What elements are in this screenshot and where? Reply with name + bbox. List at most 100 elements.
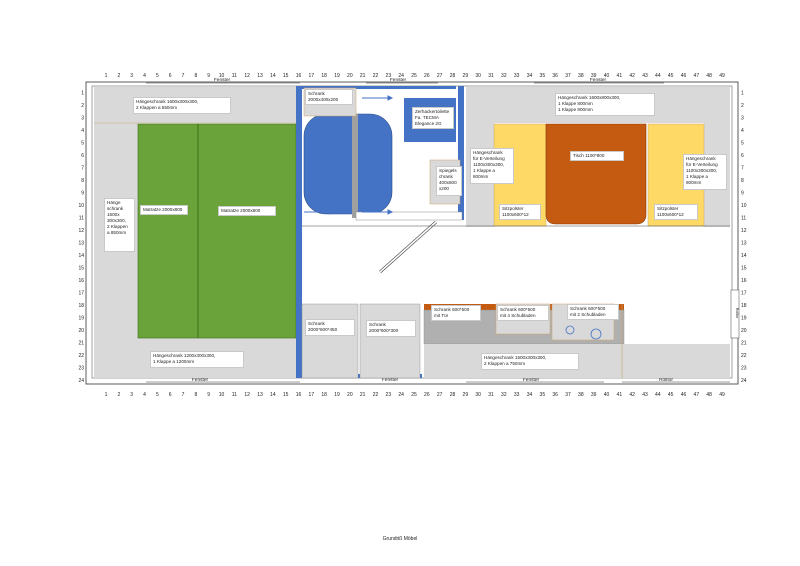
grid-number: 23 — [386, 73, 392, 79]
label-line: x200 — [439, 186, 449, 191]
grid-number: 19 — [741, 316, 747, 322]
grid-number: 3 — [130, 392, 133, 398]
grid-number: 25 — [411, 73, 417, 79]
grid-number: 2 — [117, 392, 120, 398]
grid-number: 12 — [741, 228, 747, 234]
grid-number: 6 — [169, 73, 172, 79]
label-line: 1 Klappe a — [686, 174, 708, 179]
grid-number: 32 — [501, 73, 507, 79]
grid-number: 2 — [81, 103, 84, 109]
wall-bath-left — [296, 86, 302, 378]
grid-number: 33 — [514, 392, 520, 398]
wall-top — [302, 86, 456, 89]
grid-number: 48 — [706, 73, 712, 79]
label-line: für E-Verteilung — [686, 162, 718, 167]
grid-number: 39 — [591, 73, 597, 79]
grid-number: 16 — [296, 73, 302, 79]
grid-number: 40 — [604, 73, 610, 79]
grid-number: 27 — [437, 392, 443, 398]
grid-number: 19 — [334, 392, 340, 398]
grid-number: 10 — [741, 203, 747, 209]
grid-number: 16 — [296, 392, 302, 398]
rolltor-right — [730, 289, 740, 339]
grid-number: 38 — [578, 392, 584, 398]
grid-number: 22 — [373, 73, 379, 79]
label-line: schrank — [107, 206, 124, 211]
grid-number: 37 — [565, 392, 571, 398]
arrows — [304, 95, 394, 215]
label-line: 800mm — [686, 180, 702, 185]
label-line: Fa. TECMA — [415, 115, 439, 120]
window-top-label-2: Fenster — [390, 77, 407, 83]
grid-number: 4 — [81, 128, 84, 134]
label-line: Matratze 2000x800 — [221, 208, 261, 213]
label-line: 2000x400x200 — [308, 97, 339, 102]
grid-number: 6 — [81, 153, 84, 159]
grid-number: 24 — [78, 378, 84, 384]
grid-number: 30 — [475, 392, 481, 398]
label-line: 1600x — [107, 212, 120, 217]
grid-number: 8 — [81, 178, 84, 184]
label-line: Schrank 600*500 — [434, 307, 470, 312]
shower-divider — [352, 114, 358, 218]
grid-number: 19 — [334, 73, 340, 79]
label-haengeschrank-left: Hänge schrank 1600x 300x300, 2 Klappen a… — [104, 198, 135, 252]
grid-number: 11 — [79, 216, 84, 222]
label-line: für E-Verteilung — [473, 156, 505, 161]
label-haengeschrank-bottom-left: Hängeschrank 1200x300x300, 1 Klappe a 12… — [150, 351, 244, 368]
grid-number: 22 — [373, 392, 379, 398]
label-line: 1 Klappe 800mm — [558, 107, 593, 112]
grid-number: 12 — [78, 228, 84, 234]
grid-number: 10 — [219, 392, 225, 398]
label-haengeschrank-top-right: Hängeschrank 1600x800x300, 1 Klappe 800m… — [555, 93, 655, 116]
label-line: mit Tür — [434, 313, 449, 318]
grid-number: 16 — [741, 278, 747, 284]
rolltor-bottom-label: Rolltor — [659, 377, 673, 383]
grid-number: 4 — [741, 128, 744, 134]
label-line: 2 Klappen a 750mm — [484, 361, 526, 366]
grid-number: 8 — [741, 178, 744, 184]
grid-number: 27 — [437, 73, 443, 79]
label-line: 1 Klappe a — [473, 168, 495, 173]
grid-number: 42 — [629, 73, 635, 79]
label-line: Elegance 2G — [415, 121, 442, 126]
burner-icon — [590, 328, 602, 340]
label-line: mit 4 Schubladen — [500, 313, 536, 318]
grid-number: 1 — [741, 91, 744, 97]
label-line: Hänge — [107, 200, 121, 205]
grid-number: 42 — [629, 392, 635, 398]
grid-number: 14 — [741, 253, 747, 259]
label-line: Schrank — [369, 322, 386, 327]
grid-number: 7 — [182, 392, 185, 398]
window-bottom-label-1: Fenster — [192, 377, 209, 383]
grid-number: 9 — [741, 191, 744, 197]
grid-number: 18 — [78, 303, 84, 309]
grid-number: 13 — [257, 392, 263, 398]
label-haengeschrank-bottom-right: Hängeschrank 1500x300x300, 2 Klappen a 7… — [481, 353, 579, 370]
grid-number: 31 — [488, 392, 494, 398]
label-line: Tisch 1100*800 — [573, 153, 605, 158]
grid-number: 48 — [706, 392, 712, 398]
grid-number: 5 — [81, 141, 84, 147]
grid-number: 20 — [741, 328, 747, 334]
grid-number: 22 — [741, 353, 747, 359]
grid-number: 5 — [156, 73, 159, 79]
grid-number: 45 — [668, 73, 674, 79]
grid-number: 9 — [207, 392, 210, 398]
grid-number: 13 — [257, 73, 263, 79]
grid-number: 5 — [156, 392, 159, 398]
label-line: 1100x300x300, — [686, 168, 718, 173]
grid-number: 17 — [78, 291, 84, 297]
label-spiegelschrank: Spiegels chrank 400x600 x200 — [436, 166, 462, 196]
grid-number: 36 — [552, 73, 558, 79]
grid-number: 39 — [591, 392, 597, 398]
grid-number: 41 — [617, 73, 623, 79]
grid-number: 29 — [463, 73, 469, 79]
grid-number: 15 — [283, 392, 289, 398]
grid-number: 26 — [424, 392, 430, 398]
label-sitzpolster-1: Sitzpolster 1100x600*12 — [499, 204, 541, 220]
grid-number: 3 — [741, 116, 744, 122]
grid-number: 23 — [78, 366, 84, 372]
